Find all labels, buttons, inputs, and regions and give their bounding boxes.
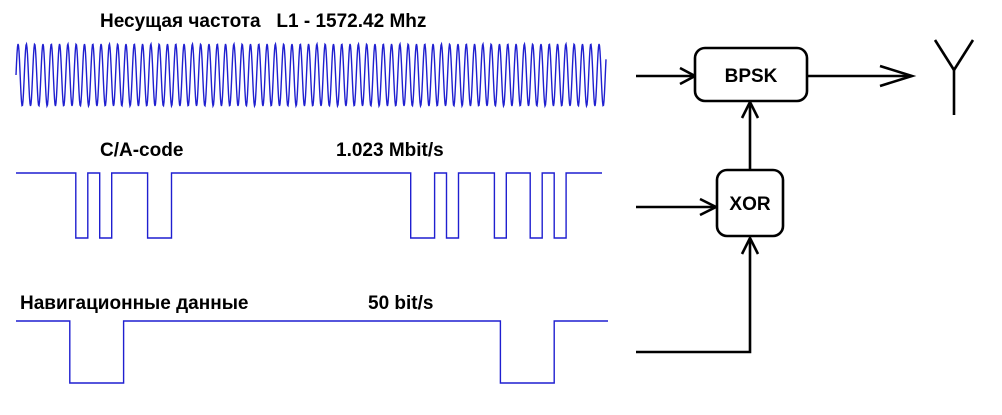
nav-input-wire: [636, 240, 752, 354]
bpsk-label: BPSK: [725, 66, 778, 87]
bpsk-output-arrow: [879, 64, 917, 88]
nav-data-waveform: [16, 320, 608, 384]
carrier-label: Несущая частота L1 - 1572.42 Mhz: [100, 11, 426, 32]
carrier-waveform: [15, 41, 607, 109]
nav-data-label: Навигационные данные: [20, 293, 249, 314]
ca-code-label: C/A-code: [100, 140, 183, 161]
nav-rate-label: 50 bit/s: [368, 293, 433, 314]
ca-rate-label: 1.023 Mbit/s: [336, 140, 444, 161]
xor-block: XOR: [715, 168, 785, 238]
nav-input-arrow: [740, 235, 760, 255]
xor-label: XOR: [729, 194, 770, 215]
bpsk-block: BPSK: [693, 46, 809, 103]
antenna-icon: [933, 39, 975, 115]
ca-code-waveform: [16, 172, 602, 239]
